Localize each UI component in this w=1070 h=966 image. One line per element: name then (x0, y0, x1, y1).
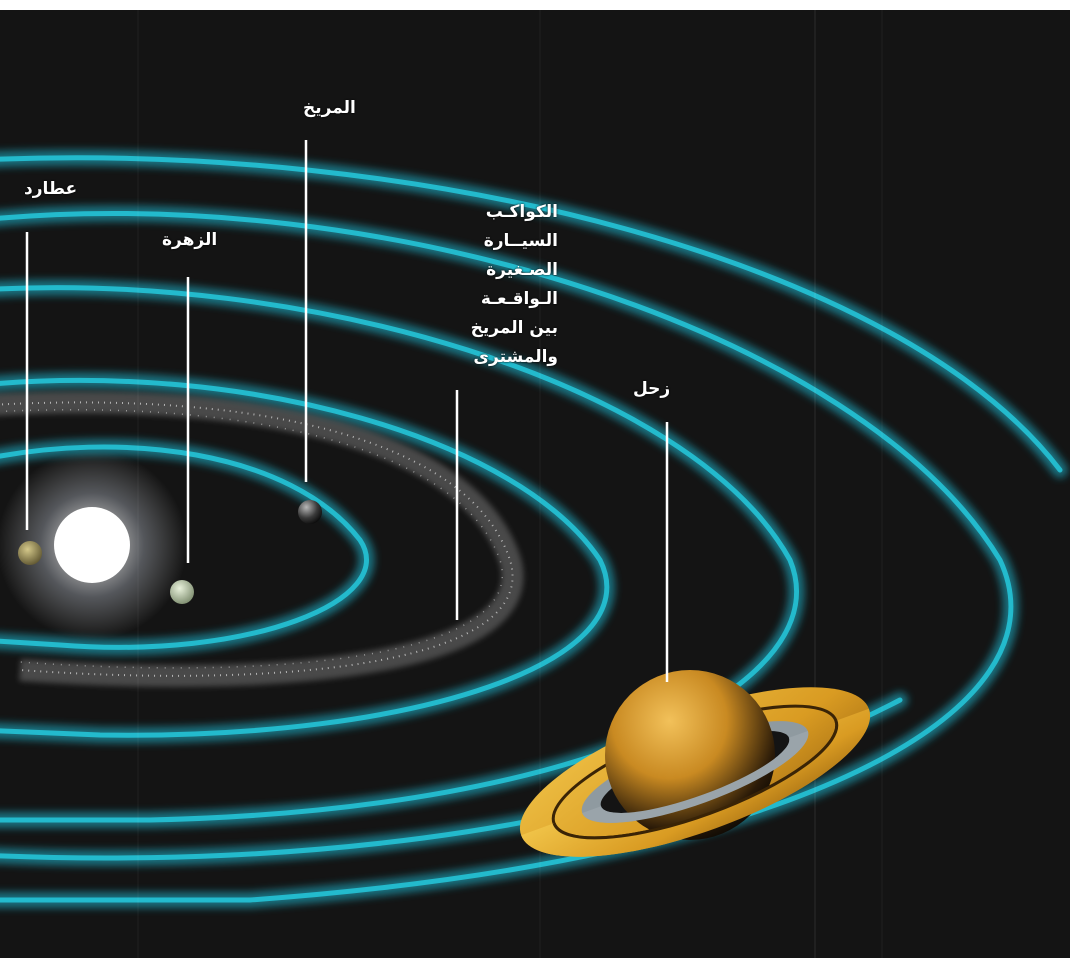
mars-label: المريخ (303, 98, 356, 118)
asteroid-label-line: والمشترى (473, 347, 558, 367)
top-page-border (0, 0, 1070, 10)
orbits (0, 149, 1068, 908)
saturn-planet (519, 670, 871, 857)
mercury-label: عطارد (24, 179, 78, 199)
bottom-page-border (0, 958, 1070, 966)
asteroid-belt-label: الكواكـب السيــارة الصـغيرة الـواقـعـة ب… (428, 198, 558, 372)
asteroid-label-line: الصـغيرة (486, 260, 558, 280)
saturn-ring-front (521, 708, 871, 857)
sun (0, 450, 187, 640)
asteroid-label-line: الكواكـب (485, 202, 558, 222)
asteroid-label-line: السيــارة (483, 231, 558, 251)
mars-planet (298, 500, 322, 524)
saturn-label: زحل (633, 379, 671, 399)
venus-label: الزهرة (162, 230, 218, 250)
saturn-body (605, 670, 775, 840)
leader-lines (25, 140, 669, 682)
asteroid-label-line: بين المريخ (470, 318, 558, 338)
asteroid-label-line: الـواقـعـة (480, 289, 558, 309)
mercury-planet (18, 541, 42, 565)
asteroid-belt (0, 391, 524, 687)
venus-planet (170, 580, 194, 604)
